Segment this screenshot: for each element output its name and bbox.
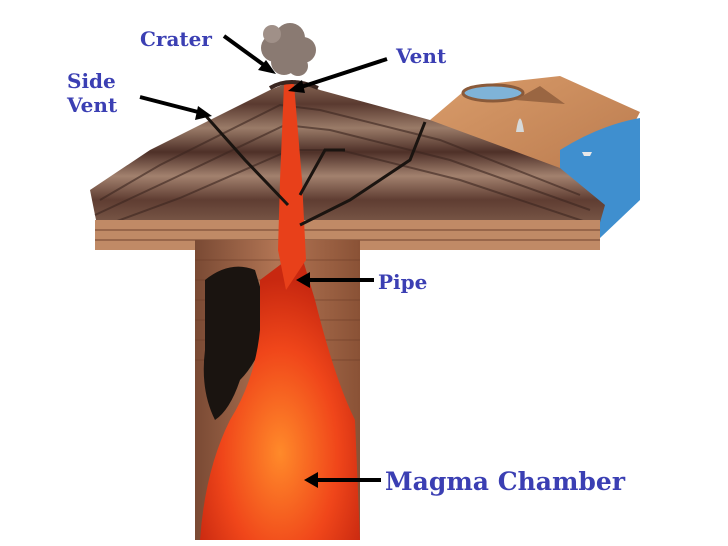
pipe-label: Pipe — [378, 270, 428, 294]
magma-chamber-label: Magma Chamber — [385, 467, 625, 496]
crater-rim — [268, 80, 319, 90]
pipe-arrowhead — [296, 272, 310, 288]
distant-cone — [515, 86, 565, 104]
vent-pointer — [297, 57, 388, 90]
vent-arrowhead — [288, 80, 305, 93]
side-vent-label: Side Vent — [67, 69, 118, 117]
magma-chamber-arrowhead — [304, 472, 318, 488]
pointer-arrows — [139, 34, 388, 488]
side-vent-arrowhead — [195, 106, 212, 120]
magma-chamber-shape — [200, 250, 360, 540]
strata-lines — [94, 103, 596, 229]
boat — [582, 152, 592, 156]
geyser-steam — [516, 118, 524, 132]
crater-arrowhead — [258, 60, 276, 74]
crater-label: Crater — [140, 27, 212, 51]
strata-block — [90, 80, 605, 240]
solidified-magma — [203, 266, 270, 420]
crater-pointer — [222, 34, 270, 70]
vent-label: Vent — [396, 44, 447, 68]
side-vent-pointer — [139, 95, 203, 115]
ash-cloud — [261, 23, 316, 76]
side-vent-dykes — [203, 114, 427, 227]
crater-lake — [461, 83, 525, 103]
magma-pipe — [278, 84, 306, 290]
